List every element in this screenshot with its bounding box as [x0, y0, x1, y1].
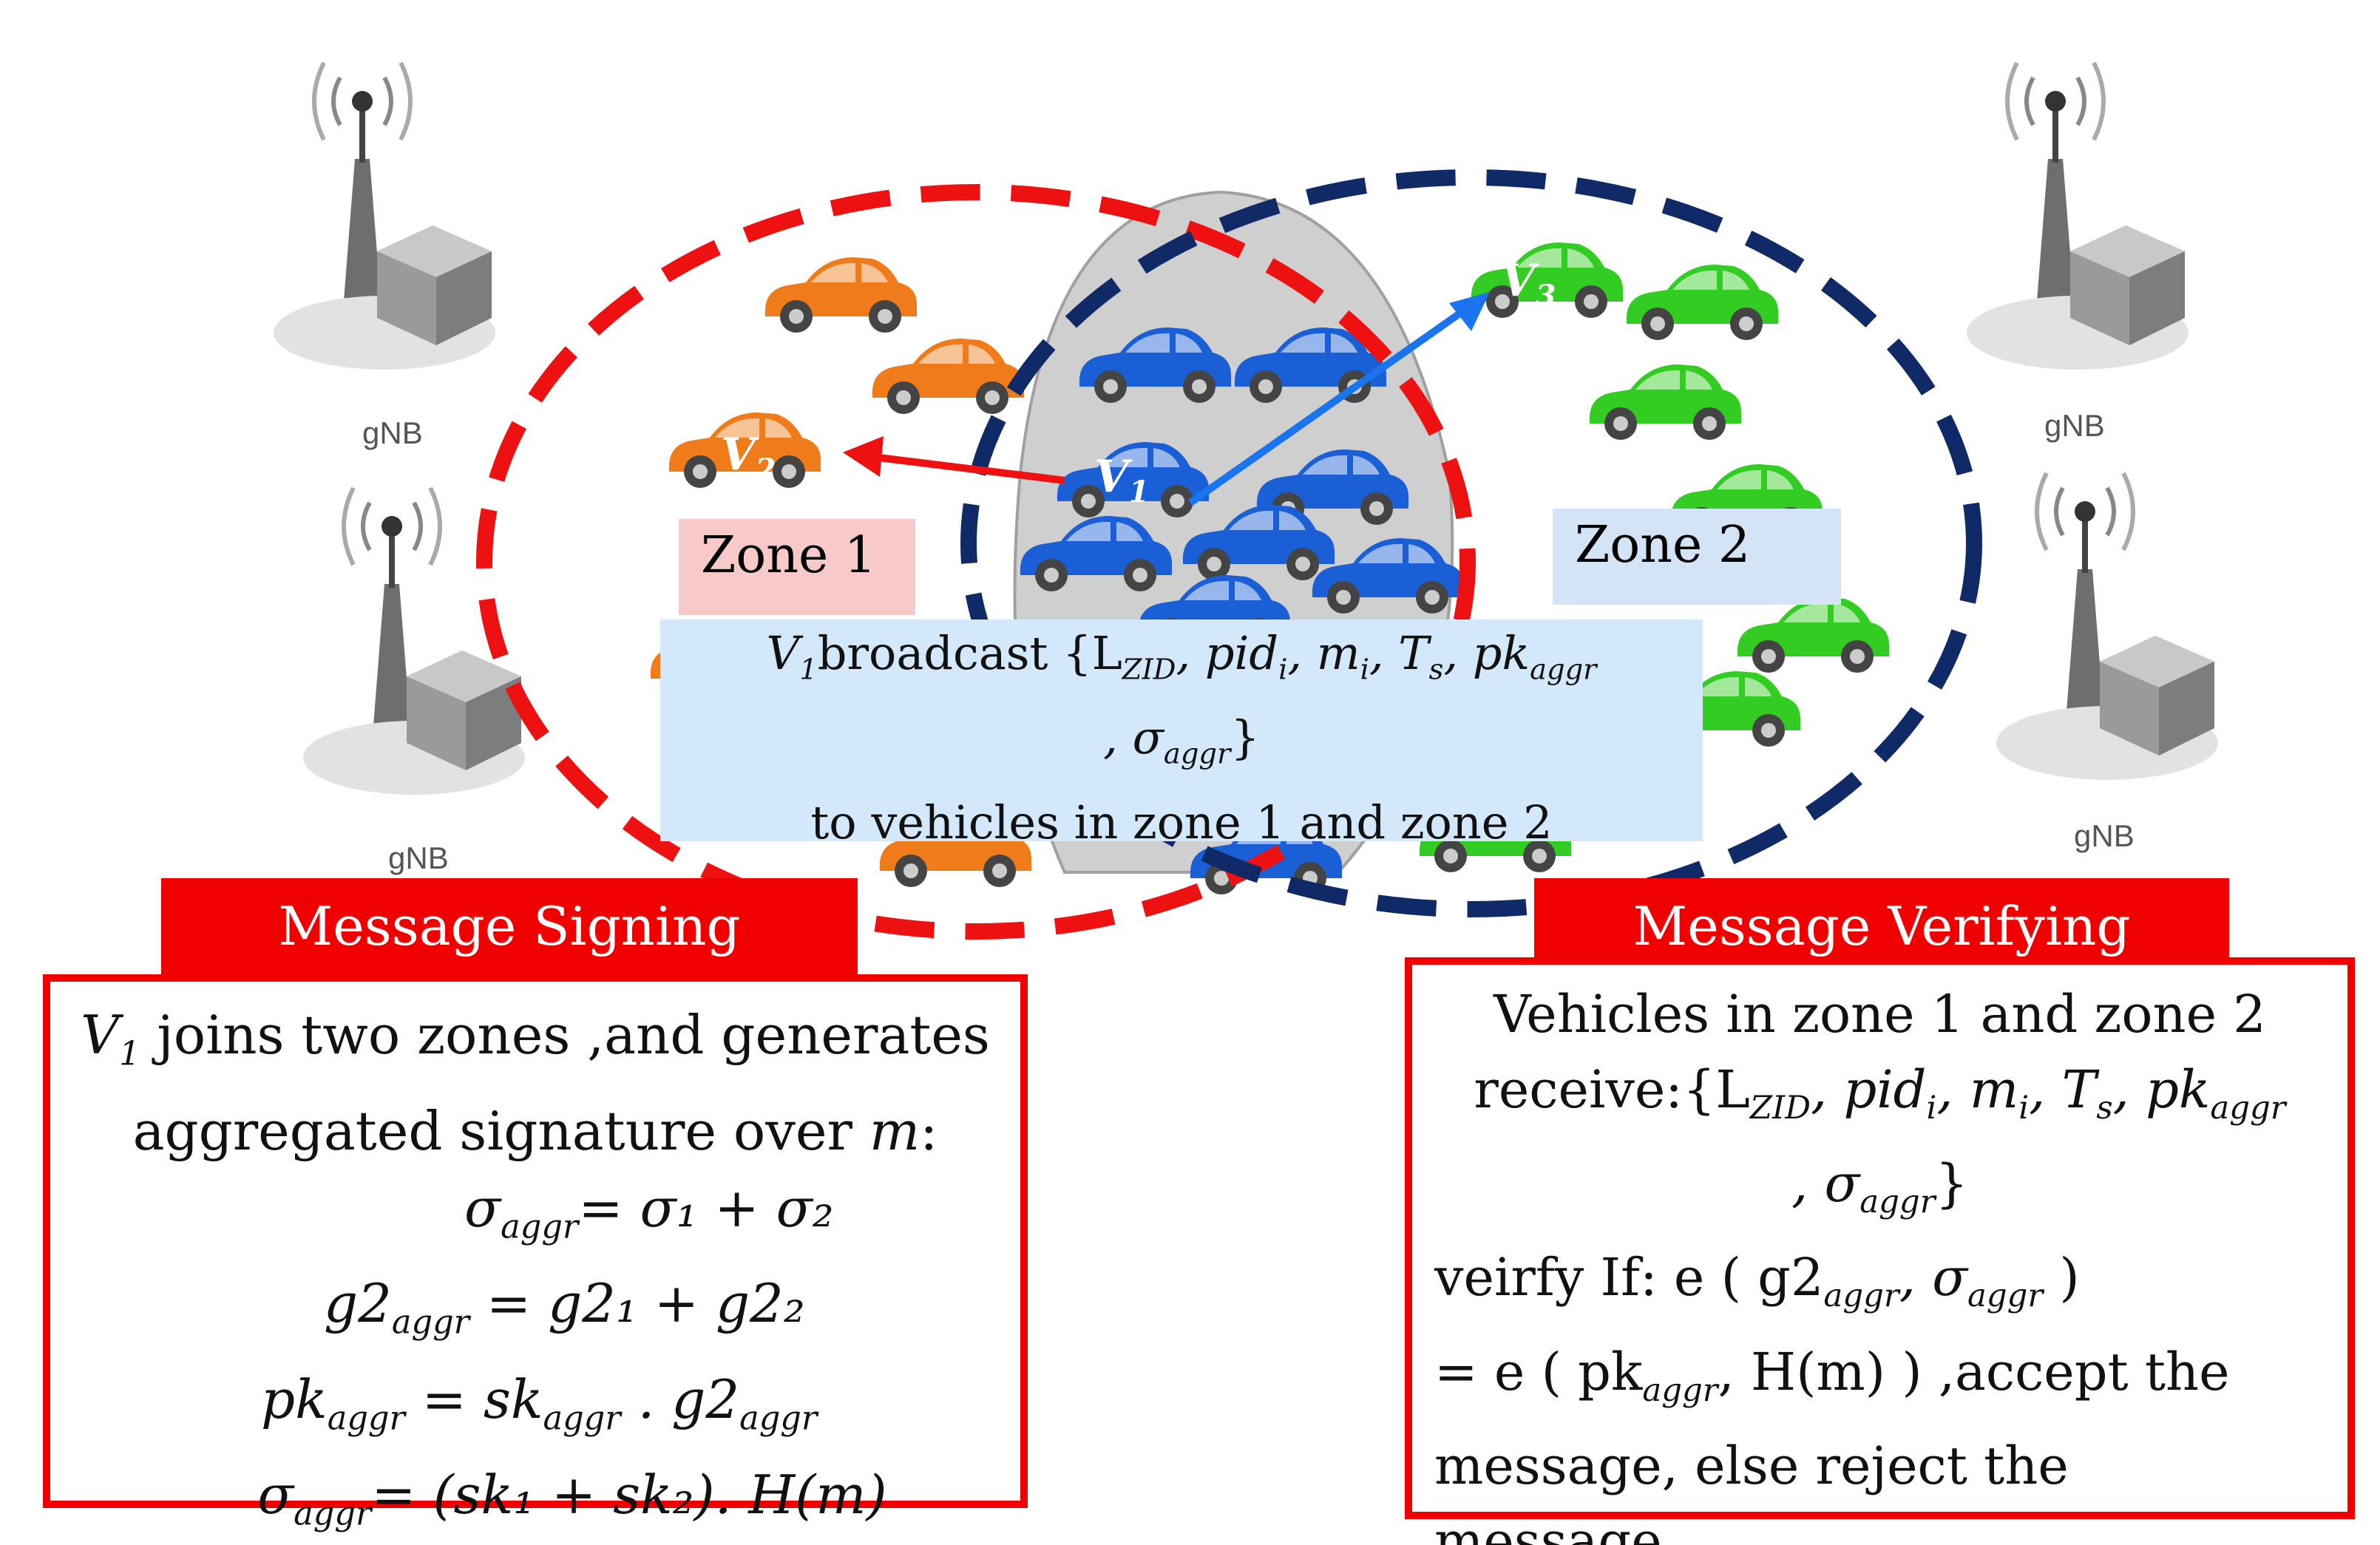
eq3-tail: . g2	[620, 1368, 740, 1430]
verifying-line6: message, else reject the message.	[1434, 1435, 2069, 1545]
signing-v-sub: 1	[119, 1034, 140, 1073]
eq4-sigma: σ	[257, 1464, 294, 1527]
verifying-line3: , σaggr}	[1434, 1146, 2325, 1240]
gnb-tower-top-left	[274, 63, 495, 370]
broadcast-m: , m	[1287, 626, 1360, 680]
broadcast-message-box: V1broadcast {LZID, pidi, mi, Ts, pkaggr …	[660, 619, 1703, 849]
eq1-rest: = σ₁ + σ₂	[578, 1176, 834, 1239]
broadcast-line2: , σaggr}	[660, 704, 1703, 788]
verifying-close-brace: }	[1935, 1153, 1968, 1215]
broadcast-close-brace: }	[1230, 710, 1260, 765]
signing-line2-text: aggregated signature over	[132, 1099, 869, 1162]
gnb-tower-top-right	[1967, 63, 2189, 370]
eq3-pk: pk	[261, 1368, 328, 1430]
signing-line1: V1 joins two zones ,and generates	[80, 996, 991, 1093]
eq4-sub: aggr	[294, 1495, 372, 1534]
signing-line2-m: m	[869, 1099, 921, 1162]
verifying-line5: = e ( pkaggr, H(m) ) ,accept the	[1434, 1334, 2325, 1428]
signing-line2: aggregated signature over m:	[80, 1093, 991, 1169]
eq2-rest: = g2₁ + g2₂	[469, 1272, 805, 1335]
broadcast-text: broadcast {L	[817, 626, 1122, 680]
message-signing-title: Message Signing	[161, 878, 858, 974]
broadcast-sigma: , σ	[1103, 710, 1164, 765]
gnb-label-bottom-left: gNB	[388, 841, 449, 875]
broadcast-v-sub: 1	[799, 653, 818, 687]
verifying-pk: , pk	[2112, 1059, 2211, 1120]
signing-line1-text: joins two zones ,and generates	[140, 1004, 990, 1066]
verifying-if-sub2: aggr	[1967, 1277, 2044, 1315]
eq4-rest: = (sk₁ + sk₂). H(m)	[371, 1464, 887, 1527]
signing-eq4: σaggr= (sk₁ + sk₂). H(m)	[80, 1456, 991, 1545]
verifying-pid-sub: i	[1926, 1090, 1937, 1127]
eq3-sub2: aggr	[543, 1399, 621, 1438]
verifying-if-sub: aggr	[1823, 1277, 1899, 1315]
gnb-label-top-right: gNB	[2044, 408, 2105, 443]
gnb-label-top-left: gNB	[362, 415, 423, 450]
verifying-receive: receive:{L	[1474, 1059, 1750, 1120]
verifying-sigma: , σ	[1791, 1153, 1860, 1215]
verifying-accept: , H(m) ) ,accept the	[1718, 1341, 2230, 1402]
verifying-if: veirfy If: e ( g2	[1434, 1247, 1824, 1308]
gnb-tower-bottom-right	[1996, 473, 2218, 780]
verifying-pk-sub: aggr	[2210, 1090, 2286, 1127]
verifying-line4: veirfy If: e ( g2aggr, σaggr )	[1434, 1240, 2325, 1334]
eq3-sub3: aggr	[739, 1399, 818, 1438]
verifying-if-end: )	[2043, 1247, 2080, 1308]
eq2-g: g2	[324, 1272, 392, 1335]
broadcast-ts: , T	[1369, 626, 1429, 680]
broadcast-pk-sub: aggr	[1530, 653, 1597, 687]
verifying-t-sub: s	[2096, 1090, 2113, 1127]
verifying-if-mid: , σ	[1899, 1247, 1967, 1308]
broadcast-zid: ZID	[1122, 653, 1176, 687]
verifying-zid: ZID	[1749, 1090, 1811, 1127]
verifying-sigma-sub: aggr	[1859, 1184, 1936, 1221]
broadcast-m-sub: i	[1360, 653, 1369, 687]
eq3-sub: aggr	[327, 1399, 405, 1438]
broadcast-ts-sub: s	[1428, 653, 1444, 687]
signing-eq2: g2aggr = g2₁ + g2₂	[80, 1265, 991, 1361]
broadcast-v: V	[766, 626, 800, 680]
verifying-line2: receive:{LZID, pidi, mi, Ts, pkaggr	[1434, 1052, 2325, 1146]
eq3-sk: = sk	[404, 1368, 543, 1430]
verifying-t: , T	[2029, 1059, 2097, 1120]
eq2-sub: aggr	[391, 1303, 469, 1342]
arrow-to-v2	[843, 436, 1065, 484]
eq1-sub: aggr	[501, 1207, 579, 1246]
broadcast-pid-sub: i	[1278, 653, 1288, 687]
zone2-boundary	[960, 169, 1982, 917]
arrow-to-v3	[1188, 292, 1490, 506]
broadcast-line3: to vehicles in zone 1 and zone 2	[810, 795, 1553, 849]
eq1-sigma: σ	[464, 1176, 501, 1239]
signing-line2-colon: :	[920, 1099, 938, 1162]
broadcast-pid: , pid	[1176, 626, 1279, 680]
verifying-m-sub: i	[2018, 1090, 2030, 1127]
vehicle-label-v1: V1	[1094, 451, 1149, 509]
broadcast-sigma-sub: aggr	[1163, 737, 1231, 771]
signing-eq1: σaggr= σ₁ + σ₂	[80, 1169, 991, 1266]
zone1-boundary	[476, 184, 1476, 940]
verifying-m: , m	[1936, 1059, 2019, 1120]
vehicle-label-v3: V3	[1501, 255, 1556, 313]
signing-v: V	[81, 1004, 120, 1066]
gnb-label-bottom-right: gNB	[2074, 818, 2135, 853]
zone2-label: Zone 2	[1553, 509, 1841, 605]
zone1-label: Zone 1	[679, 519, 915, 615]
verifying-line1: Vehicles in zone 1 and zone 2	[1494, 984, 2266, 1045]
broadcast-line1: V1broadcast {LZID, pidi, mi, Ts, pkaggr	[660, 619, 1703, 704]
message-verifying-panel: Vehicles in zone 1 and zone 2 receive:{L…	[1405, 957, 2355, 1545]
verifying-eq-sub: aggr	[1642, 1371, 1718, 1409]
verifying-eq: = e ( pk	[1434, 1341, 1643, 1402]
broadcast-pk: , pk	[1443, 626, 1530, 680]
message-signing-panel: V1 joins two zones ,and generates aggreg…	[43, 974, 1028, 1533]
verifying-pid: , pid	[1810, 1059, 1927, 1120]
vehicle-label-v2: V2	[721, 429, 776, 487]
signing-eq3: pkaggr = skaggr . g2aggr	[80, 1361, 991, 1457]
